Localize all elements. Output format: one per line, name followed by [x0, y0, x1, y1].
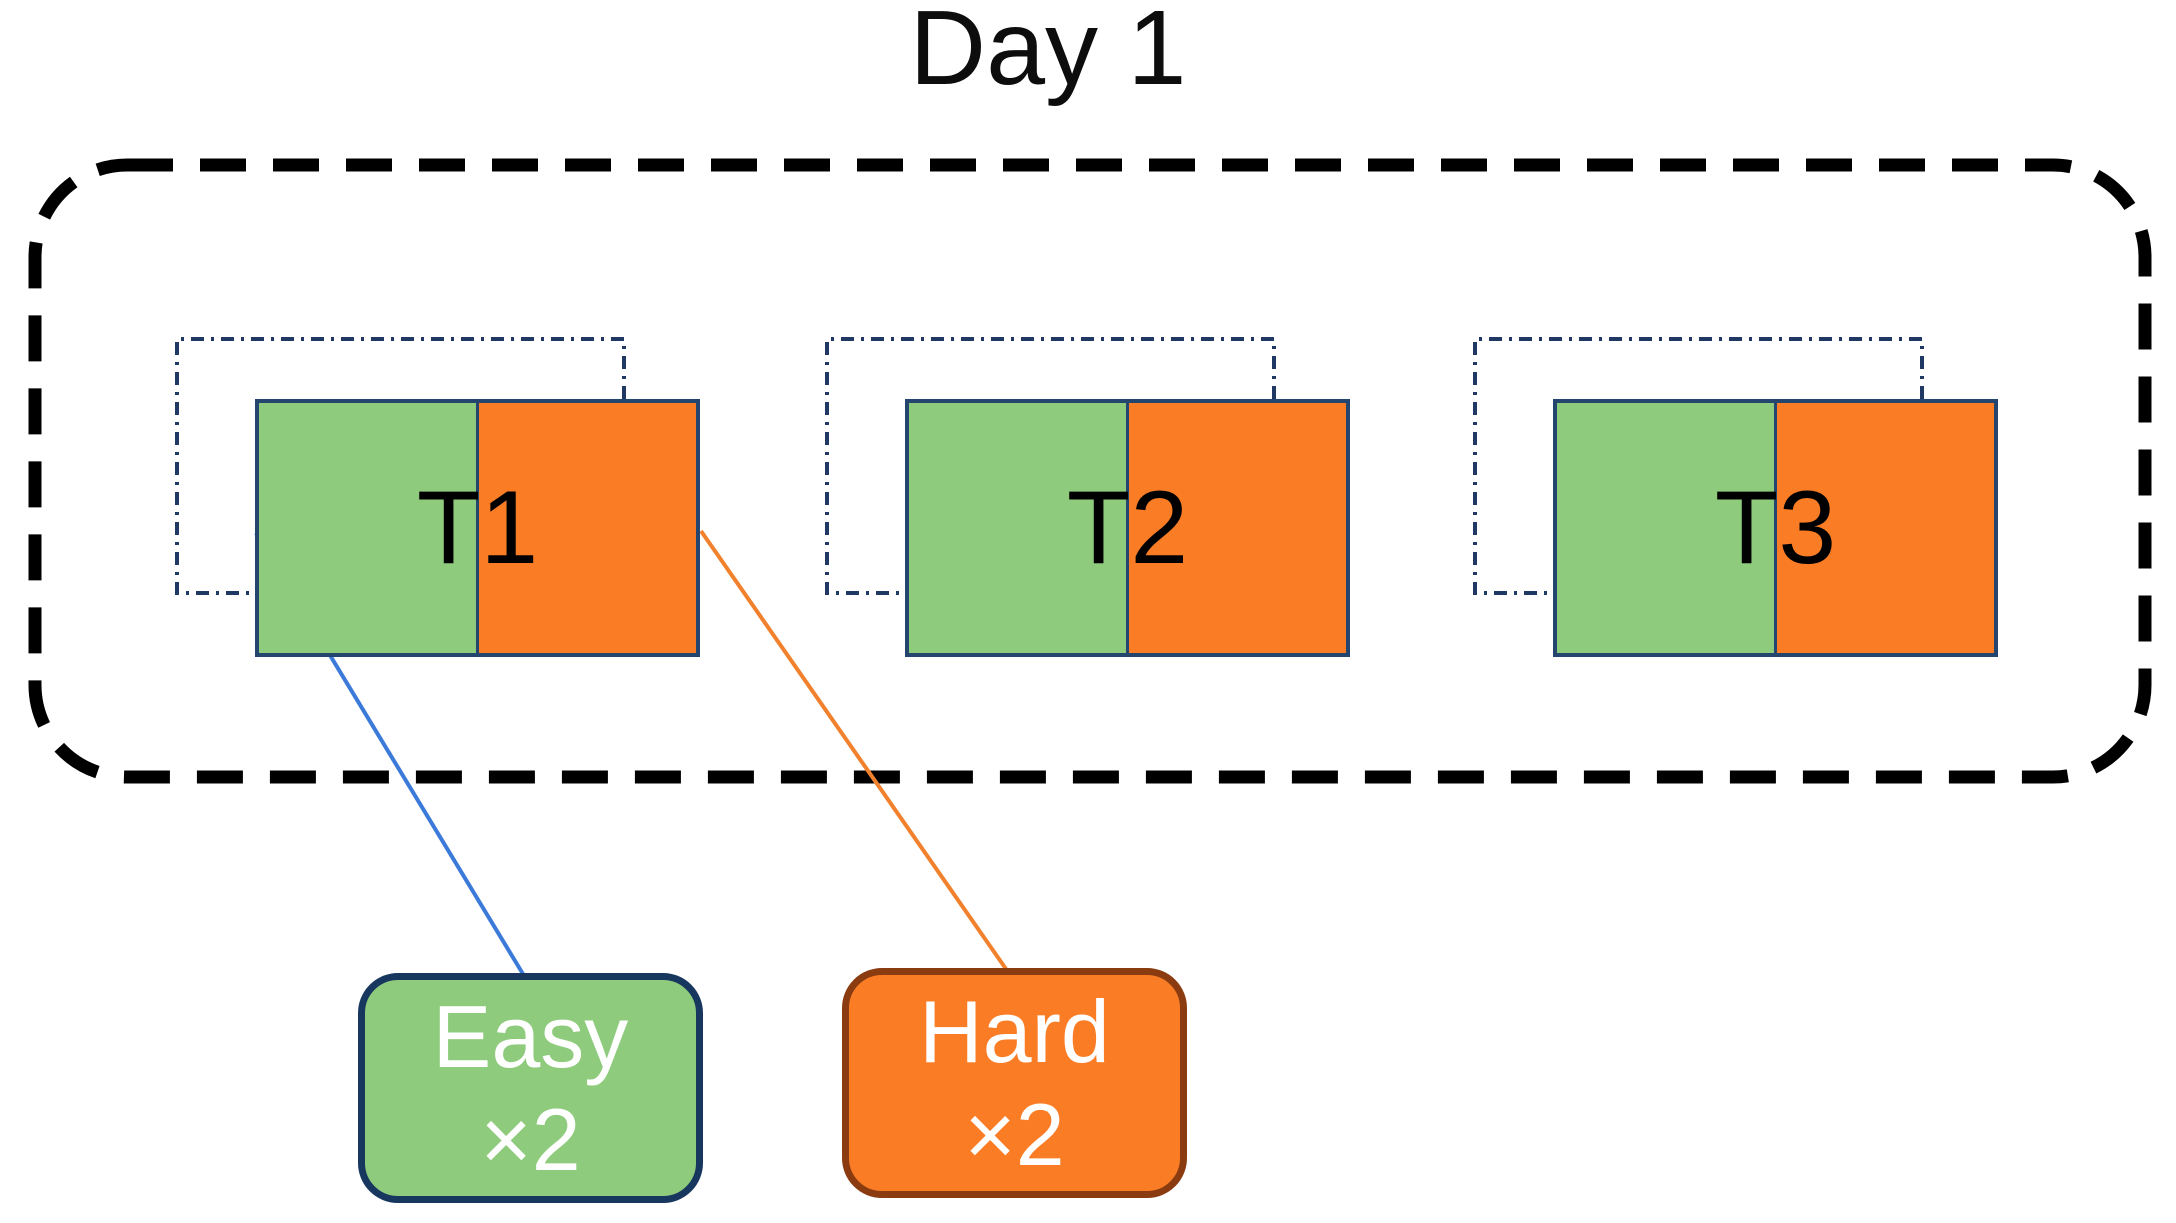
- day-container-outline: [28, 158, 2152, 784]
- task-box-t1: T1: [255, 399, 700, 657]
- task2-self-loop: [825, 337, 1276, 595]
- task3-self-loop: [1473, 337, 1924, 595]
- legend-hard-label: Hard: [919, 982, 1110, 1081]
- task-box-t2: T2: [905, 399, 1350, 657]
- task2-easy-half: [909, 403, 1126, 653]
- task1-easy-half: [259, 403, 476, 653]
- task1-self-loop: [175, 337, 626, 595]
- diagram-title: Day 1: [909, 0, 1187, 107]
- legend-hard-box: Hard ×2: [842, 968, 1187, 1198]
- hard-connector-line: [699, 529, 1008, 971]
- task-box-t3: T3: [1553, 399, 1998, 657]
- task1-hard-half: [476, 403, 696, 653]
- legend-easy-label: Easy: [432, 987, 629, 1086]
- task3-hard-half: [1774, 403, 1994, 653]
- legend-easy-box: Easy ×2: [358, 973, 703, 1203]
- task2-hard-half: [1126, 403, 1346, 653]
- legend-hard-multiplier: ×2: [964, 1085, 1065, 1184]
- legend-easy-multiplier: ×2: [480, 1090, 581, 1189]
- task3-easy-half: [1557, 403, 1774, 653]
